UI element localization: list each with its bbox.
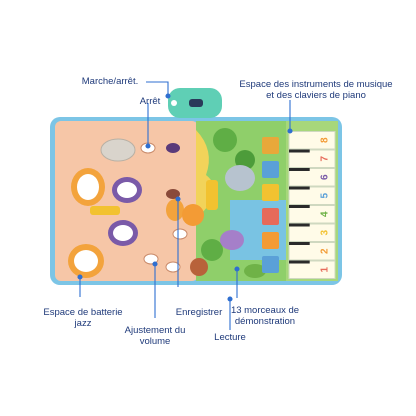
label-instruments-line1: Espace des instruments de musique: [239, 79, 393, 90]
label-power: Marche/arrêt.: [81, 76, 139, 87]
label-instruments-line2: et des claviers de piano: [266, 90, 366, 101]
label-volume-line2: volume: [139, 336, 171, 347]
animal-illustrations: [182, 165, 266, 278]
piano-key-number: 8: [320, 137, 331, 143]
label-drums-line1: Espace de batterie: [43, 307, 123, 318]
drum-pad-inner: [77, 174, 99, 200]
accordion-tile[interactable]: [262, 232, 279, 249]
piano-key-number: 4: [320, 211, 331, 217]
saxophone-tile[interactable]: [262, 161, 279, 178]
frog-illustration: [244, 264, 266, 278]
callout-power: [146, 81, 169, 95]
callout-dot: [227, 296, 233, 302]
violin-tile[interactable]: [262, 256, 279, 273]
piano-key[interactable]: [288, 260, 336, 279]
label-drums-line2: jazz: [74, 318, 92, 329]
trumpet-tile[interactable]: [262, 184, 279, 201]
piano-key[interactable]: [288, 131, 336, 150]
drum-kit: [68, 138, 184, 278]
drum-stand: [90, 206, 120, 215]
label-demo-line1: 13 morceaux de: [230, 305, 300, 316]
piano-key-number: 6: [320, 174, 331, 180]
label-volume: Ajustement du volume: [112, 325, 198, 347]
tree: [213, 128, 237, 152]
drum-pad-inner: [74, 250, 98, 272]
piano-key[interactable]: [288, 205, 336, 224]
guitar-tile[interactable]: [262, 137, 279, 154]
power-box: [168, 88, 222, 118]
label-record: Enregistrer: [175, 307, 223, 318]
instrument-tiles: [262, 137, 279, 273]
label-demo-line2: démonstration: [234, 316, 296, 327]
callout-dot: [287, 128, 293, 134]
xylophone-tile[interactable]: [262, 208, 279, 225]
callout-dot: [145, 143, 151, 149]
power-switch[interactable]: [189, 99, 203, 107]
piano-key-number: 3: [320, 230, 331, 236]
label-play: Lecture: [214, 332, 246, 343]
volume-up-button[interactable]: [165, 261, 181, 273]
label-demo: 13 morceaux de démonstration: [220, 305, 310, 327]
callout-dot: [234, 266, 240, 272]
callout-dot: [152, 261, 158, 267]
giraffe-illustration: [206, 180, 218, 210]
callout-dot: [77, 274, 83, 280]
elephant-illustration: [225, 165, 255, 191]
callout-lines: [77, 81, 293, 330]
piano-key[interactable]: [288, 149, 336, 168]
piano-key-number: 1: [320, 267, 331, 273]
power-indicator: [171, 100, 177, 106]
drum-pad-inner: [117, 182, 137, 198]
play-button[interactable]: [166, 143, 180, 153]
piano-key[interactable]: [288, 168, 336, 187]
piano-key[interactable]: [288, 186, 336, 205]
label-volume-line1: Ajustement du: [124, 325, 186, 336]
piano-key-number: 2: [320, 248, 331, 254]
piano-key-number: 7: [320, 156, 331, 162]
jungle-river: [230, 200, 288, 260]
callout-dot: [165, 93, 171, 99]
monkey-illustration: [190, 258, 208, 276]
demo-button[interactable]: [172, 228, 188, 240]
label-drums: Espace de batterie jazz: [38, 307, 128, 329]
piano-key[interactable]: [288, 242, 336, 261]
piano-key[interactable]: [288, 223, 336, 242]
callout-dot: [175, 196, 181, 202]
hippo-illustration: [220, 230, 244, 250]
tree: [201, 239, 223, 261]
label-instruments: Espace des instruments de musique et des…: [222, 79, 410, 101]
piano-keyboard: 1 2 3 4 5 6 7 8: [288, 131, 336, 279]
label-stop: Arrêt: [139, 96, 161, 107]
piano-key-number: 5: [320, 193, 331, 199]
drum-pad[interactable]: [166, 199, 184, 221]
tiger-illustration: [182, 204, 204, 226]
drum-pad-inner: [113, 225, 133, 241]
record-button[interactable]: [166, 189, 180, 199]
cymbal[interactable]: [100, 138, 136, 162]
